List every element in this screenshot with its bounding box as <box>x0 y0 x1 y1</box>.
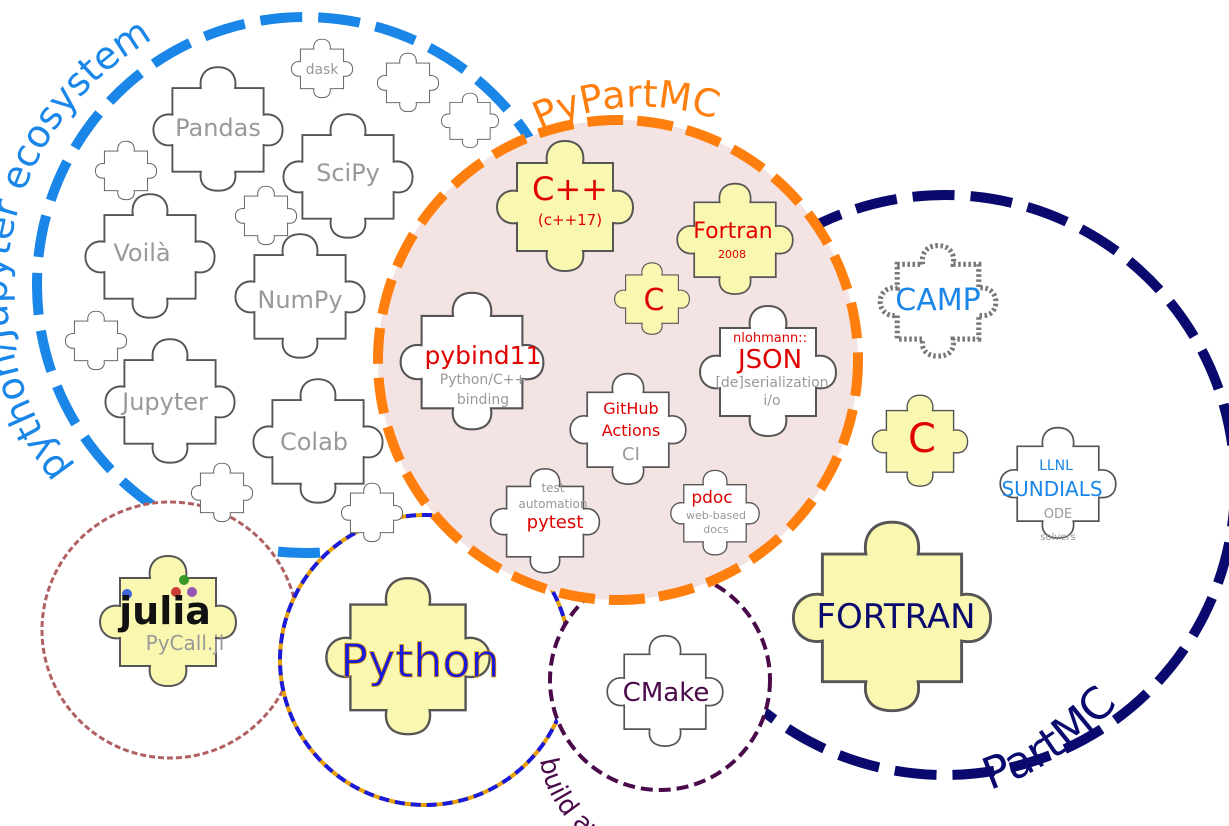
jupyter-text: Jupyter <box>120 388 208 416</box>
python-text: Python <box>340 634 499 688</box>
julia-dot-green <box>179 575 189 585</box>
llnl-text: LLNL <box>1039 458 1073 474</box>
pdoc-sub1-text: web-based <box>686 509 746 522</box>
fortran2008-text: Fortran <box>693 219 772 244</box>
pdoc-text: pdoc <box>691 488 732 508</box>
julia-text: julia <box>117 589 211 633</box>
nlohmann-text: nlohmann:: <box>733 331 807 346</box>
julia-dot-purple <box>187 587 197 597</box>
actions-text: Actions <box>602 421 660 440</box>
dask-text: dask <box>306 62 340 78</box>
cpp-text: C++ <box>532 170 608 208</box>
pybind11-sub1-text: Python/C++ <box>440 372 526 388</box>
fortran-big-text: FORTRAN <box>816 597 975 637</box>
voila-text: Voilà <box>113 239 170 267</box>
scipy-text: SciPy <box>316 159 380 187</box>
sundials-sub2-text: solvers <box>1040 532 1076 543</box>
cpp-version-text: (c++17) <box>538 211 602 229</box>
json-text: JSON <box>736 345 802 375</box>
sundials-sub1-text: ODE <box>1044 507 1072 522</box>
julia-dot-red <box>171 587 181 597</box>
github-text: GitHub <box>603 399 658 418</box>
test-sub2-text: automation <box>518 497 587 511</box>
pdoc-sub2-text: docs <box>703 523 729 536</box>
ci-text: CI <box>622 444 640 465</box>
json-sub1-text: [de]serialization <box>715 375 828 391</box>
camp-text: CAMP <box>895 283 980 318</box>
test-sub1-text: test <box>541 481 564 495</box>
colab-text: Colab <box>280 428 348 456</box>
numpy-text: NumPy <box>257 286 342 314</box>
julia-dot-blue <box>122 589 132 599</box>
cmake-text: CMake <box>623 678 710 708</box>
c-inner-text: C <box>644 283 665 318</box>
fortran-version-text: 2008 <box>718 248 746 261</box>
pybind11-text: pybind11 <box>424 341 541 370</box>
c-outer-text: C <box>908 416 936 462</box>
pybind11-sub2-text: binding <box>457 392 509 408</box>
pycall-text: PyCall.jl <box>146 631 225 655</box>
pandas-text: Pandas <box>175 114 261 142</box>
julia-logo-dots <box>122 575 197 599</box>
json-sub2-text: i/o <box>763 393 780 409</box>
sundials-text: SUNDIALS <box>1001 477 1102 501</box>
pytest-text: pytest <box>527 512 584 533</box>
